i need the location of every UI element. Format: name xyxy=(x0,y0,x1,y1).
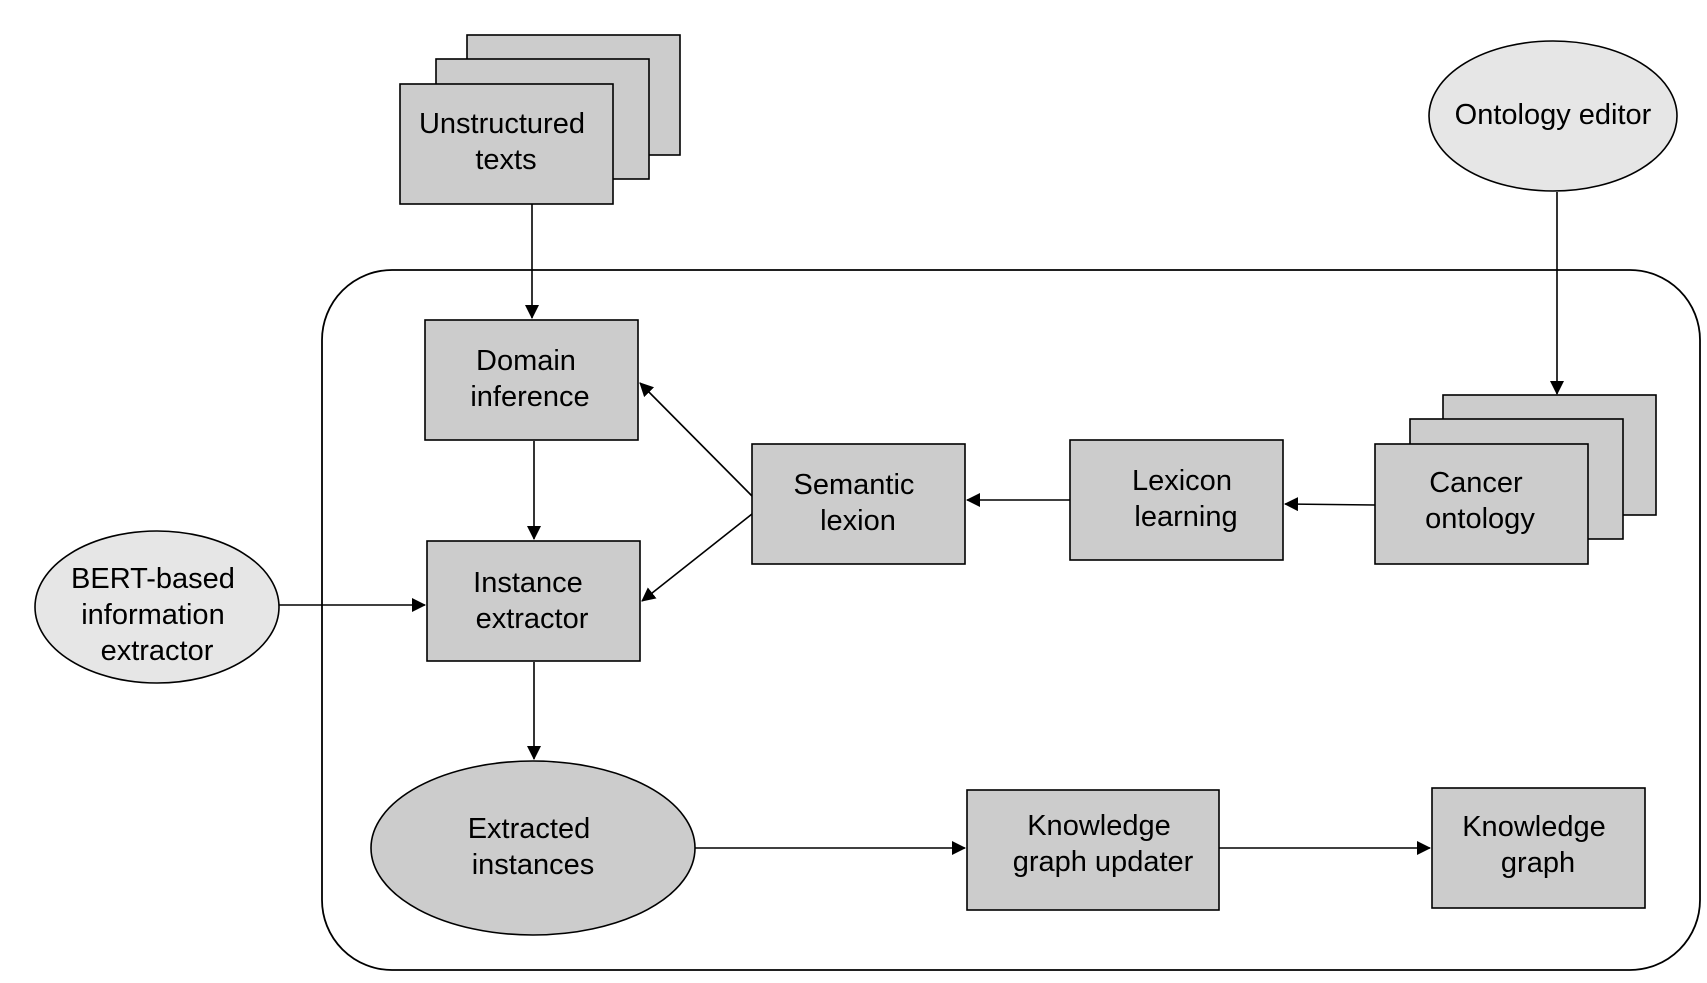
cancer-ontology-label: Cancer ontology xyxy=(1425,467,1535,535)
cancer-ontology-box xyxy=(1374,443,1589,565)
semantic-lexion-box xyxy=(751,443,966,565)
arrow-semantic-lexion-to-domain-inference xyxy=(639,382,753,497)
knowledge-graph-node: Knowledge graph xyxy=(1431,787,1646,909)
kg-updater-box xyxy=(966,789,1220,911)
semantic-lexion-label: Semantic lexion xyxy=(794,469,923,537)
semantic-lexion-node: Semantic lexion xyxy=(751,443,966,565)
cancer-ontology-stack: Cancer ontology xyxy=(1374,394,1657,565)
bert-extractor-ellipse xyxy=(34,530,280,684)
bert-extractor-node: BERT-based information extractor xyxy=(34,530,280,684)
unstructured-texts-stack: Unstructured texts xyxy=(399,34,681,205)
instance-extractor-node: Instance extractor xyxy=(426,540,641,662)
lexicon-learning-box xyxy=(1069,439,1284,561)
ontology-editor-node: Ontology editor xyxy=(1428,40,1678,192)
extracted-instances-node: Extracted instances xyxy=(370,760,696,936)
ontology-editor-label: Ontology editor xyxy=(1455,99,1652,131)
extracted-instances-label: Extracted instances xyxy=(468,813,599,881)
instance-extractor-box xyxy=(426,540,641,662)
lexicon-learning-node: Lexicon learning xyxy=(1069,439,1284,561)
unstructured-texts-label: Unstructured texts xyxy=(419,108,593,176)
instance-extractor-label: Instance extractor xyxy=(473,567,591,635)
domain-inference-box xyxy=(424,319,639,441)
kg-updater-label: Knowledge graph updater xyxy=(1013,810,1194,878)
bert-extractor-label: BERT-based information extractor xyxy=(71,563,243,667)
ontology-editor-ellipse xyxy=(1428,40,1678,192)
knowledge-graph-box xyxy=(1431,787,1646,909)
domain-inference-label: Domain inference xyxy=(470,345,589,413)
extracted-instances-ellipse xyxy=(370,760,696,936)
arrow-semantic-lexion-to-instance-extractor xyxy=(641,513,753,602)
arrow-cancer-ontology-to-lexicon-learning xyxy=(1284,497,1376,512)
kg-updater-node: Knowledge graph updater xyxy=(966,789,1220,911)
knowledge-graph-label: Knowledge graph xyxy=(1462,811,1614,879)
lexicon-learning-label: Lexicon learning xyxy=(1132,465,1240,533)
system-container xyxy=(321,269,1701,971)
domain-inference-node: Domain inference xyxy=(424,319,639,441)
unstructured-texts-box xyxy=(399,83,614,205)
